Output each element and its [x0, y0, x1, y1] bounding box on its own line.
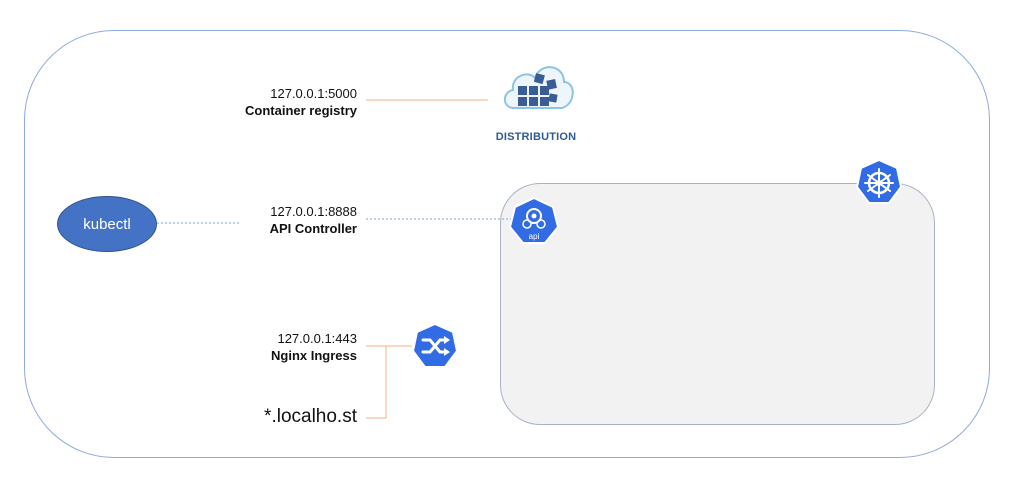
- distribution-logo-text: DISTRIBUTION: [495, 131, 577, 143]
- registry-address: 127.0.0.1:5000: [270, 86, 357, 101]
- ingress-address-label: 127.0.0.1:443 Nginx Ingress: [271, 330, 357, 364]
- kubectl-node: kubectl: [57, 196, 157, 252]
- ingress-address: 127.0.0.1:443: [277, 331, 357, 346]
- api-address: 127.0.0.1:8888: [270, 204, 357, 219]
- kubernetes-cluster-box: [500, 183, 935, 425]
- api-name: API Controller: [269, 221, 357, 236]
- api-icon-label: api: [529, 232, 540, 241]
- distribution-cloud-icon: [503, 66, 574, 109]
- kubernetes-helm-icon: [855, 158, 903, 204]
- ingress-name: Nginx Ingress: [271, 348, 357, 363]
- nginx-ingress-icon: [411, 322, 459, 368]
- registry-name: Container registry: [245, 103, 357, 118]
- outer-frame: [24, 30, 990, 458]
- kubectl-label: kubectl: [83, 215, 131, 233]
- api-address-label: 127.0.0.1:8888 API Controller: [270, 203, 357, 237]
- registry-address-label: 127.0.0.1:5000 Container registry: [245, 85, 357, 119]
- wildcard-domain: *.localho.st: [264, 406, 357, 427]
- kubernetes-api-icon: api: [508, 196, 560, 244]
